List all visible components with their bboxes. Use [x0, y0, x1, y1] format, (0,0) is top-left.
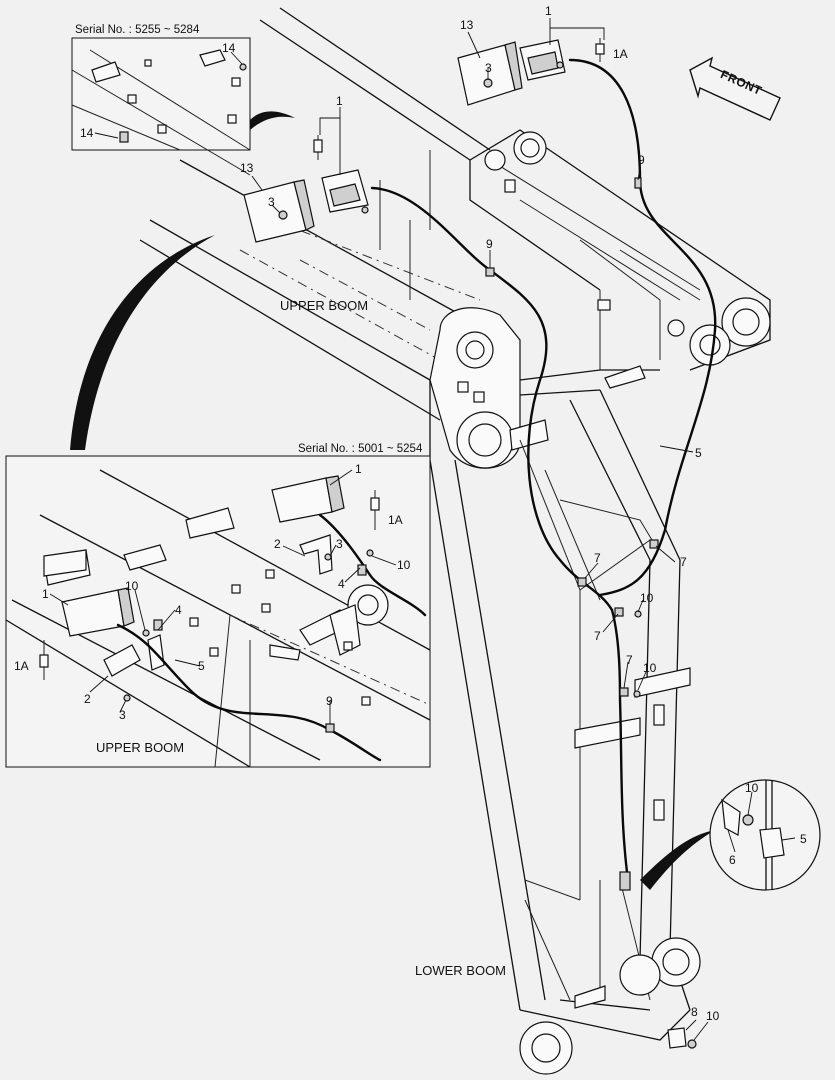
lower-boom-label: LOWER BOOM [415, 963, 506, 978]
callout-14-top-inset-left: 14 [80, 126, 94, 140]
callout-13-middle: 13 [240, 161, 254, 175]
upper-work-light-assembly [457, 38, 605, 106]
callout-5-inset: 5 [198, 659, 205, 673]
main-cable-clips [485, 177, 659, 891]
callout-10-bottom: 10 [706, 1009, 720, 1023]
boom-knuckle [429, 307, 660, 469]
callout-8-bottom: 8 [691, 1005, 698, 1019]
clamp-detail-circle [709, 779, 821, 891]
callout-9-inset: 9 [326, 694, 333, 708]
callout-5-main: 5 [695, 446, 702, 460]
callout-3-upper: 3 [485, 61, 492, 75]
lower-boom-structure [429, 380, 701, 1075]
callout-9-mid: 9 [486, 237, 493, 251]
upper-boom-label: UPPER BOOM [280, 298, 368, 313]
middle-inset-serial: Serial No. : 5001 ~ 5254 [298, 443, 423, 455]
top-inset-serial: Serial No. : 5255 ~ 5284 [75, 24, 200, 36]
callout-10-detail: 10 [745, 781, 759, 795]
callout-7-d: 7 [626, 653, 633, 667]
callout-1-inset-upper: 1 [355, 462, 362, 476]
callout-3-inset-upper: 3 [336, 537, 343, 551]
text-labels: Serial No. : 5255 ~ 5284 Serial No. : 50… [14, 4, 807, 1023]
callout-1a-inset-lower: 1A [14, 659, 29, 673]
callout-7-c: 7 [594, 629, 601, 643]
callout-4-inset-upper: 4 [338, 577, 345, 591]
callout-10-inset-upper: 10 [397, 558, 411, 572]
callout-5-detail: 5 [800, 832, 807, 846]
middle-work-light-assembly [243, 135, 369, 243]
boom-pin-bosses [484, 131, 771, 366]
callout-13-upper: 13 [460, 18, 474, 32]
callout-3-middle: 3 [268, 195, 275, 209]
leader-lines [49, 18, 796, 1041]
bottom-clamp-parts [667, 1027, 697, 1049]
callout-1-upper: 1 [545, 4, 552, 18]
callout-10-b: 10 [643, 661, 657, 675]
callout-6-detail: 6 [729, 853, 736, 867]
callout-1-inset-lower: 1 [42, 587, 49, 601]
middle-inset [5, 455, 431, 768]
callout-2-inset-lower: 2 [84, 692, 91, 706]
callout-7-a: 7 [594, 551, 601, 565]
middle-inset-caption: UPPER BOOM [96, 740, 184, 755]
callout-4-inset-lower: 4 [175, 603, 182, 617]
callout-1a-inset-upper: 1A [388, 513, 403, 527]
callout-10-a: 10 [640, 591, 654, 605]
callout-10-inset-lower: 10 [125, 579, 139, 593]
upper-boom-structure [139, 7, 771, 421]
top-inset [71, 37, 251, 176]
transition-sweeps [70, 111, 715, 890]
callout-14-top-inset: 14 [222, 41, 236, 55]
callout-1a-upper: 1A [613, 47, 628, 61]
callout-7-b: 7 [680, 555, 687, 569]
callout-2-inset-upper: 2 [274, 537, 281, 551]
front-direction-arrow: FRONT [689, 56, 781, 121]
callout-9-top: 9 [638, 153, 645, 167]
callout-3-inset-lower: 3 [119, 708, 126, 722]
callout-1-middle: 1 [336, 94, 343, 108]
